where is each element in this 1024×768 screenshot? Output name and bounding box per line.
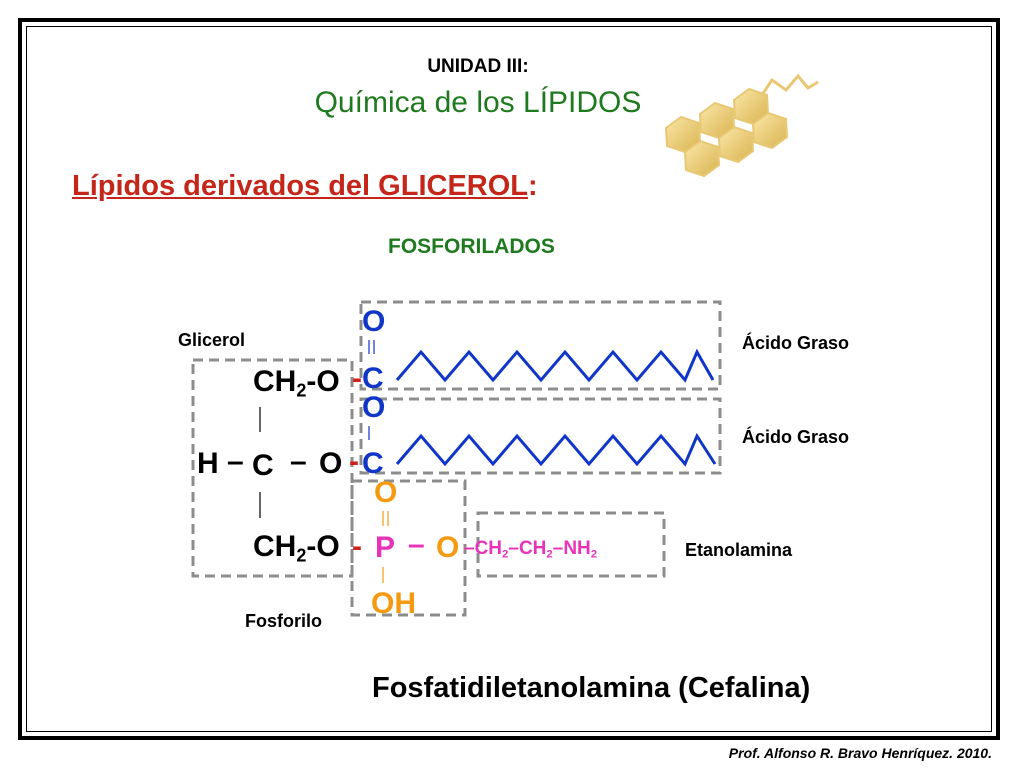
- carbon-acyl-1: C: [362, 362, 384, 395]
- phosphoester-dash: -: [352, 530, 362, 563]
- fatty-acid-label-2: Ácido Graso: [742, 427, 850, 447]
- slide-outer-frame: [18, 18, 1000, 740]
- phosphoryl-box: [350, 479, 467, 617]
- hydroxyl: OH: [371, 587, 416, 620]
- p-o-bond-dash: –: [408, 528, 425, 561]
- central-carbon: C: [252, 449, 274, 482]
- oxygen-mid: O: [319, 447, 343, 480]
- glycerol-box: [191, 358, 354, 578]
- phosphate-oxygen-top: O: [374, 476, 398, 509]
- fatty-acid-chain-2: [395, 432, 717, 467]
- section-title-colon: :: [528, 170, 538, 202]
- section-title: Lípidos derivados del GLICEROL:: [72, 170, 538, 203]
- fatty-acid-label-1: Ácido Graso: [742, 333, 850, 353]
- glycerol-label: Glicerol: [178, 330, 246, 350]
- unit-heading: UNIDAD III:: [427, 56, 529, 77]
- carbonyl-oxygen-1: O: [362, 305, 386, 338]
- ch2-top: CH2-O: [253, 365, 340, 401]
- ch2-bottom: CH2-O: [253, 530, 340, 566]
- carbonyl-oxygen-2: O: [362, 391, 386, 424]
- h-bond-dash: –: [227, 445, 244, 478]
- c-o-bond-dash: –: [290, 445, 307, 478]
- phosphoryl-label: Fosforilo: [245, 611, 322, 631]
- ester-dash-mid: -: [349, 445, 359, 478]
- carbon-acyl-2: C: [362, 447, 384, 480]
- ethanolamine-label: Etanolamina: [685, 540, 793, 560]
- fatty-acid-box-2: [359, 397, 722, 475]
- ester-dash-top: -: [352, 362, 362, 395]
- phosphorus: P: [375, 531, 396, 564]
- compound-name: Fosfatidiletanolamina (Cefalina): [372, 672, 811, 704]
- fatty-acid-chain-1: [395, 348, 715, 383]
- author-credit: Prof. Alfonso R. Bravo Henríquez. 2010.: [728, 745, 992, 761]
- slide-inner-frame: [26, 26, 992, 732]
- section-subtitle: FOSFORILADOS: [388, 235, 555, 258]
- section-title-text: Lípidos derivados del GLICEROL: [72, 170, 528, 202]
- hydrogen: H: [197, 447, 219, 480]
- ethanolamine-box: [476, 511, 666, 578]
- phosphate-oxygen-right: O: [436, 531, 460, 564]
- slide-title: Química de los LÍPIDOS: [314, 86, 642, 119]
- ethanolamine-chain: –CH2–CH2–NH2: [464, 538, 598, 561]
- fatty-acid-box-1: [359, 300, 722, 391]
